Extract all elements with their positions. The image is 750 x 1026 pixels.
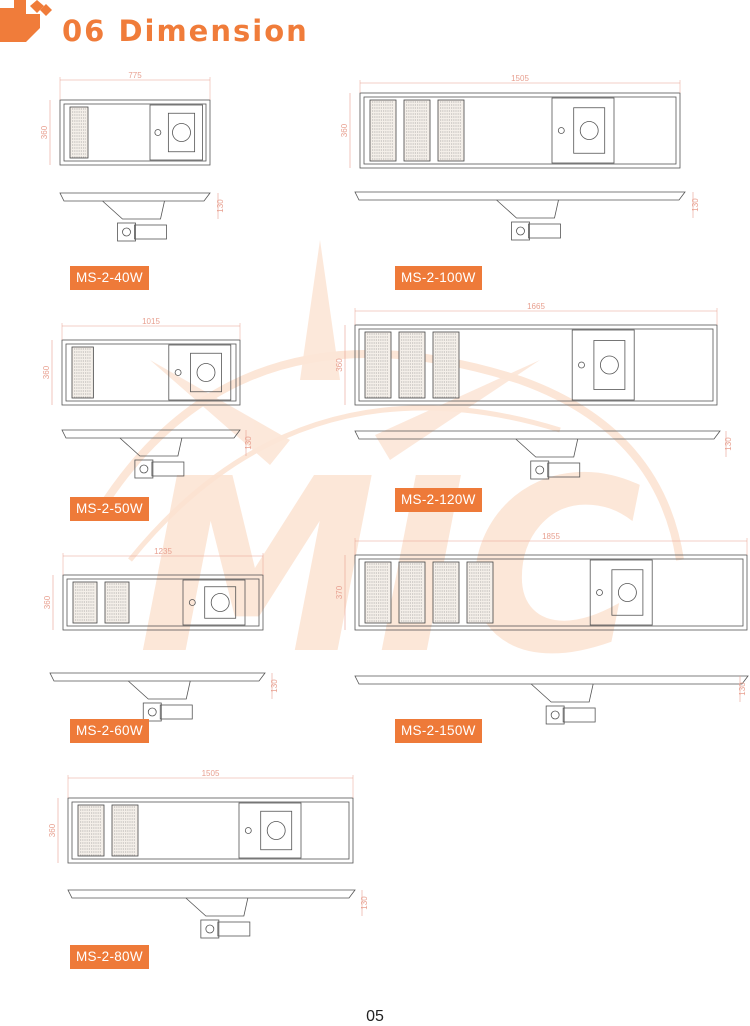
side-view — [59, 192, 211, 242]
led-module — [71, 346, 94, 399]
top-view-outline — [59, 99, 211, 166]
top-view-outline — [354, 324, 718, 406]
pole-mount-bracket — [168, 344, 232, 401]
led-module — [403, 99, 431, 162]
top-view-outline — [61, 339, 241, 406]
model-label: MS-2-80W — [70, 945, 149, 969]
led-module — [72, 581, 98, 624]
side-view — [354, 191, 686, 241]
led-module — [398, 561, 426, 624]
page-title: 06 Dimension — [62, 14, 309, 48]
height-dimension: 130 — [216, 199, 225, 213]
length-dimension: 1505 — [202, 769, 220, 778]
led-module — [77, 804, 105, 857]
height-dimension: 130 — [360, 896, 369, 910]
side-view — [354, 430, 721, 480]
pole-mount-bracket — [571, 329, 635, 401]
led-module — [104, 581, 130, 624]
height-dimension: 130 — [724, 437, 733, 451]
width-dimension: 360 — [335, 358, 344, 372]
led-module — [369, 99, 397, 162]
orange-diamonds-icon — [0, 0, 52, 42]
page-number: 05 — [366, 1008, 384, 1025]
pole-mount-bracket — [182, 579, 246, 626]
length-dimension: 1505 — [511, 74, 529, 83]
side-view — [354, 675, 749, 725]
width-dimension: 360 — [48, 823, 57, 837]
model-label: MS-2-60W — [70, 719, 149, 743]
side-view — [61, 429, 241, 479]
led-module — [437, 99, 465, 162]
led-module — [398, 331, 426, 399]
pole-mount-bracket — [149, 104, 203, 161]
height-dimension: 130 — [738, 682, 747, 696]
top-view-outline — [62, 574, 264, 631]
length-dimension: 775 — [128, 71, 142, 80]
width-dimension: 370 — [335, 585, 344, 599]
length-dimension: 1235 — [154, 547, 172, 556]
model-label: MS-2-120W — [395, 488, 482, 512]
height-dimension: 130 — [691, 198, 700, 212]
led-module — [432, 331, 460, 399]
led-module — [111, 804, 139, 857]
model-label: MS-2-40W — [70, 266, 149, 290]
pole-mount-bracket — [238, 802, 302, 859]
top-view-outline — [359, 92, 681, 169]
led-module — [466, 561, 494, 624]
top-view-outline — [354, 554, 748, 631]
height-dimension: 130 — [244, 436, 253, 450]
height-dimension: 130 — [270, 679, 279, 693]
width-dimension: 360 — [340, 123, 349, 137]
width-dimension: 360 — [42, 365, 51, 379]
length-dimension: 1665 — [527, 302, 545, 311]
page-header: 06 Dimension — [0, 0, 750, 60]
length-dimension: 1855 — [542, 532, 560, 541]
model-label: MS-2-100W — [395, 266, 482, 290]
led-module — [364, 331, 392, 399]
model-label: MS-2-150W — [395, 719, 482, 743]
model-label: MS-2-50W — [70, 497, 149, 521]
led-module — [432, 561, 460, 624]
pole-mount-bracket — [551, 97, 615, 164]
led-module — [364, 561, 392, 624]
pole-mount-bracket — [589, 559, 653, 626]
length-dimension: 1015 — [142, 317, 160, 326]
width-dimension: 360 — [43, 595, 52, 609]
led-module — [69, 106, 89, 159]
side-view — [67, 889, 356, 939]
width-dimension: 360 — [40, 125, 49, 139]
side-view — [49, 672, 266, 722]
top-view-outline — [67, 797, 354, 864]
